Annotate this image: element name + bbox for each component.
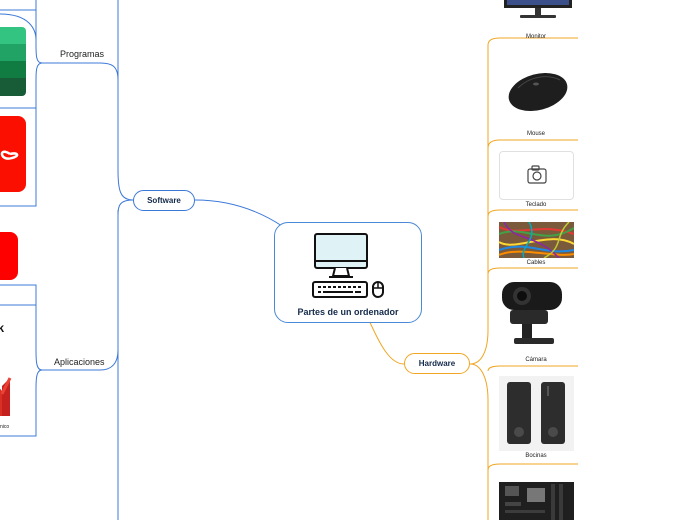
desktop-computer-icon <box>312 233 384 298</box>
teclado-image <box>499 151 574 200</box>
central-topic-title: Partes de un ordenador <box>297 307 399 317</box>
aplicaciones-branch-label[interactable]: Aplicaciones <box>54 357 105 367</box>
facebook-app-text: ok <box>0 321 5 335</box>
programas-branch-label[interactable]: Programas <box>60 49 105 59</box>
facebook-app-card[interactable]: ok <box>0 309 14 349</box>
mouse-image <box>500 64 576 124</box>
software-node[interactable]: Software <box>133 190 195 211</box>
acrobat-icon <box>0 150 19 160</box>
camara-image <box>500 278 572 350</box>
speakers-icon <box>507 382 565 444</box>
youtube-app-card[interactable] <box>0 232 18 280</box>
excel-app-card[interactable] <box>0 27 26 96</box>
hardware-node[interactable]: Hardware <box>404 353 470 374</box>
acrobat-app-card[interactable] <box>0 116 26 192</box>
teclado-label[interactable]: Teclado <box>525 202 547 208</box>
monitor-icon <box>504 0 572 18</box>
webcam-icon <box>502 282 562 344</box>
gmail-app-card[interactable] <box>0 372 15 420</box>
bocinas-image <box>499 376 574 451</box>
central-topic-node[interactable]: Partes de un ordenador <box>274 222 422 323</box>
monitor-image <box>500 0 576 22</box>
camara-label[interactable]: Cámara <box>525 357 547 363</box>
mouse-label[interactable]: Mouse <box>526 131 545 137</box>
gmail-caption: nico <box>0 424 10 430</box>
cables-photo <box>499 222 574 258</box>
motherboard-icon <box>505 484 563 520</box>
gmail-icon <box>0 374 15 418</box>
motherboard-image <box>499 482 574 520</box>
bocinas-label[interactable]: Bocinas <box>525 453 547 459</box>
camera-icon <box>527 165 547 184</box>
monitor-label[interactable]: Monitor <box>525 34 546 40</box>
cables-image <box>499 222 574 258</box>
mouse-icon <box>508 72 568 112</box>
cables-label[interactable]: Cables <box>526 260 546 266</box>
